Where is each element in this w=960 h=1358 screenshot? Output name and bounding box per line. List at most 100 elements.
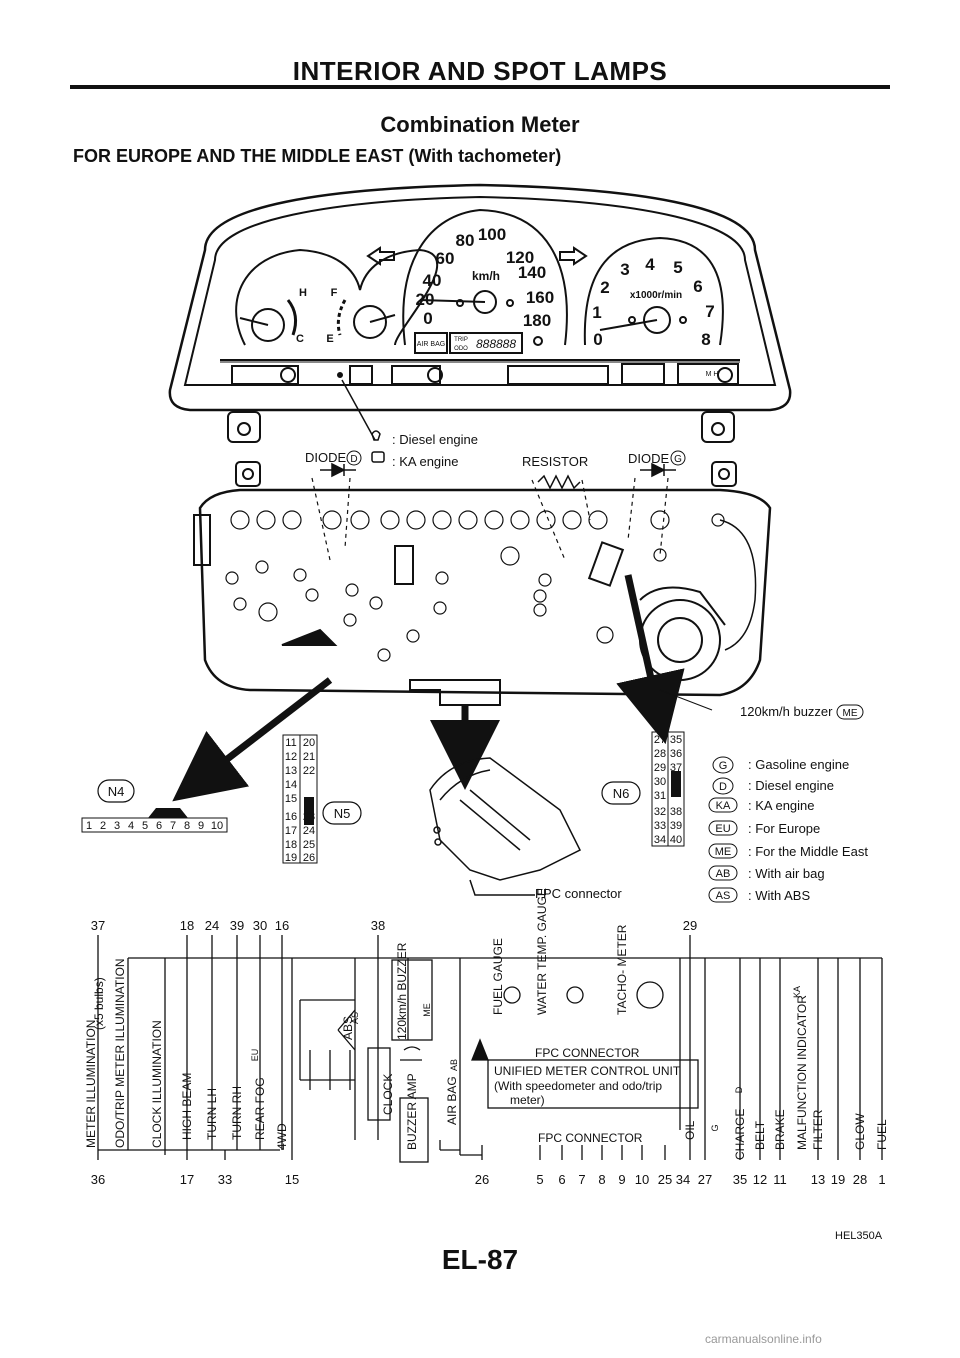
diagram-label: 2: [100, 820, 106, 832]
diagram-label: 120km/h BUZZER: [395, 942, 409, 1040]
diagram-shape: [433, 826, 441, 834]
diagram-shape: [406, 629, 420, 643]
speedo-tick: 140: [518, 263, 546, 282]
diagram-label: KA: [792, 986, 802, 998]
diagram-label: 19: [831, 1172, 845, 1187]
diagram-label: 29: [683, 918, 697, 933]
diagram-label: AS: [350, 1012, 360, 1024]
diagram-label: 39: [230, 918, 244, 933]
diagram-shape: [507, 365, 609, 385]
diagram-shape: [409, 679, 501, 706]
diagram-shape: [621, 363, 665, 385]
diagram-shape: [538, 573, 552, 587]
header-title: INTERIOR AND SPOT LAMPS: [292, 56, 668, 86]
temp-h: H: [299, 287, 307, 299]
diagram-label: AIR BAG: [445, 1076, 459, 1125]
diagram-label: CLOCK ILLUMINATION: [150, 1020, 164, 1148]
airbag-label: AIR BAG: [417, 341, 445, 348]
diagram-shape: [198, 488, 772, 697]
diagram-shape: [503, 986, 521, 1004]
speedo-tick: 0: [423, 309, 432, 328]
diagram-label: 11: [285, 737, 296, 749]
trip-label: TRIP: [454, 337, 468, 343]
diagram-label: 31: [654, 790, 666, 802]
diagram-shape: [367, 1047, 391, 1121]
diagram-label: 17: [285, 825, 297, 837]
diagram-shape: [471, 1038, 489, 1061]
meter-scale-labels: 0 20 40 60 80 100 120 140 160 180 km/h 0…: [296, 225, 718, 378]
legend-desc: : For the Middle East: [748, 844, 868, 859]
diagram-shape: [469, 879, 535, 896]
diagram-shape: [717, 367, 733, 383]
diagram-label: 33: [654, 820, 666, 832]
diagram-label: 35: [733, 1172, 747, 1187]
diagram-shape: [304, 797, 314, 825]
diagram-shape: D G ME: [350, 454, 857, 719]
diagram-shape: [286, 299, 298, 336]
pcb-sockets: [225, 510, 725, 662]
diagram-label: ODO/TRIP METER ILLUMINATION: [113, 958, 127, 1148]
diagram-label: 28: [654, 748, 666, 760]
diagram-shape: [282, 510, 302, 530]
diagram-shape: [309, 1050, 351, 1090]
diagram-shape: [251, 308, 285, 342]
legend-code: G: [719, 760, 728, 772]
diagram-label: 4: [128, 820, 134, 832]
diagram-shape: [531, 479, 566, 561]
diagram-shape: [701, 411, 735, 443]
diagram-label: 12: [285, 751, 297, 763]
diagram-shape: [427, 367, 443, 383]
diagram-shape: [510, 510, 530, 530]
diagram-label: 8: [184, 820, 190, 832]
diagram-shape: [369, 314, 396, 323]
legend-desc: : For Europe: [748, 821, 820, 836]
diagram-shape: [562, 510, 582, 530]
diagram-shape: [97, 779, 135, 803]
meter-rear-pcb: [193, 461, 772, 706]
diagram-shape: [433, 601, 447, 615]
diagram-shape: [391, 959, 433, 1041]
legend-code: AB: [716, 868, 731, 880]
diagram-label: 34: [676, 1172, 690, 1187]
diagram-shape: [281, 628, 338, 646]
tacho-tick: 4: [645, 255, 655, 274]
diagram-label: 38: [670, 806, 682, 818]
diagram-label: 39: [670, 820, 682, 832]
diagram-shape: [432, 510, 452, 530]
diagram-shape: [380, 510, 400, 530]
diagram-label: 6: [156, 820, 162, 832]
diagram-label: MALFUNCTION INDICATOR: [795, 995, 809, 1150]
speedo-unit: km/h: [472, 269, 500, 283]
diagram-shape: [537, 474, 581, 490]
diagram-label: ABS: [341, 1016, 355, 1040]
diagram-shape: [599, 319, 658, 331]
diagram-shape: [719, 519, 757, 651]
diagram-label: 35: [670, 734, 682, 746]
n5-name: N5: [334, 806, 351, 821]
diagram-shape: [293, 568, 307, 582]
badge-me: ME: [843, 708, 858, 719]
diagram-shape: [371, 430, 381, 441]
diagram-label: 26: [475, 1172, 489, 1187]
diagram-shape: [627, 477, 636, 541]
diagram-label: METER ILLUMINATION: [84, 1020, 98, 1148]
schematic-wires: [97, 935, 883, 1160]
diagram-shape: [337, 1009, 356, 1051]
diagram-shape: [639, 586, 726, 626]
diagram-label: 40: [670, 834, 682, 846]
diagram-shape: [227, 411, 261, 443]
diagram-shape: [343, 613, 357, 627]
diagram-label: (With speedometer and odo/trip: [494, 1079, 662, 1093]
odo-label: ODO: [454, 346, 468, 352]
diagram-shape: [311, 477, 669, 561]
diagram-shape: [616, 574, 685, 745]
diagram-shape: [636, 981, 664, 1009]
diagram-shape: [399, 1097, 429, 1163]
diagram-shape: [500, 546, 520, 566]
legend-code: KA: [716, 800, 731, 812]
unified-meter-control-unit: UNIFIED METER CONTROL UNIT (With speedom…: [487, 1046, 699, 1145]
diagram-shape: [341, 379, 376, 441]
